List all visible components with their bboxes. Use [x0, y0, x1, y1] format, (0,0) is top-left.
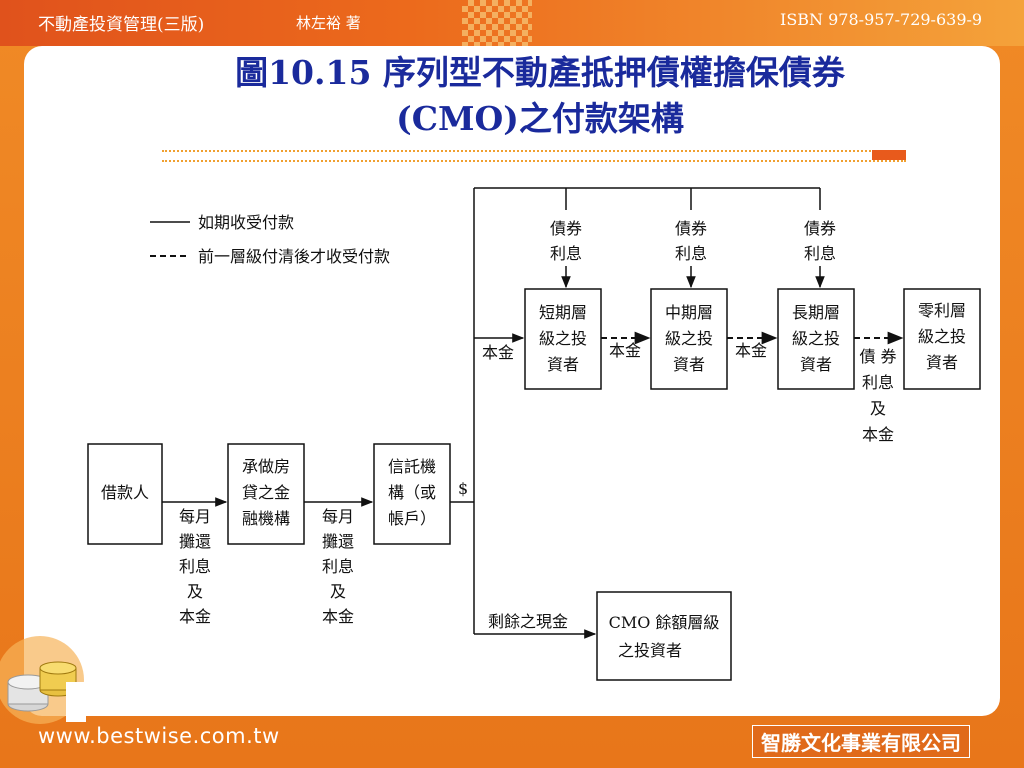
monthly-payment-label-2: 每月 攤還 利息 及 本金	[322, 507, 354, 626]
bond-interest-long-1: 債券	[804, 219, 836, 238]
mid-tranche-label-1: 中期層	[665, 303, 713, 322]
residual-label-2: 之投資者	[618, 641, 682, 660]
svg-text:本金: 本金	[322, 607, 354, 626]
zero-payment-label: 債 券 利息 及 本金	[859, 347, 896, 444]
svg-text:債 券: 債 券	[859, 347, 896, 366]
zero-tranche-label-1: 零利層	[918, 301, 966, 320]
short-tranche-label-2: 級之投	[539, 329, 587, 348]
bond-interest-mid-2: 利息	[675, 244, 707, 263]
bond-interest-mid-1: 債券	[675, 219, 707, 238]
title-divider-accent	[872, 150, 906, 160]
mid-tranche-box	[650, 288, 728, 390]
slide-title: 圖10.15 序列型不動產抵押債權擔保債券 (CMO)之付款架構	[100, 50, 980, 142]
trust-label-3: 帳戶）	[388, 509, 436, 528]
residual-box	[596, 591, 732, 681]
borrower-box	[87, 443, 163, 545]
trust-label-1: 信託機	[388, 457, 436, 476]
principal-label-long: 本金	[735, 341, 767, 360]
svg-text:攤還: 攤還	[179, 532, 211, 551]
short-tranche-label-1: 短期層	[539, 303, 587, 322]
dollar-label: $	[458, 479, 468, 498]
svg-text:利息: 利息	[862, 373, 894, 392]
legend-dashed-label: 前一層級付清後才收受付款	[198, 247, 390, 266]
svg-text:利息: 利息	[322, 557, 354, 576]
residual-cash-label: 剩餘之現金	[488, 612, 568, 631]
trust-label-2: 構（或	[388, 483, 436, 502]
mid-tranche-label-2: 級之投	[665, 329, 713, 348]
legend-solid-label: 如期收受付款	[198, 213, 294, 232]
bond-interest-long-2: 利息	[804, 244, 836, 263]
svg-text:每月: 每月	[179, 507, 211, 526]
svg-text:及: 及	[187, 582, 203, 601]
svg-text:利息: 利息	[179, 557, 211, 576]
long-tranche-box	[777, 288, 855, 390]
residual-label-1: CMO 餘額層級	[609, 613, 720, 632]
website-url: www.bestwise.com.tw	[38, 724, 280, 748]
principal-label-mid: 本金	[609, 341, 641, 360]
svg-text:本金: 本金	[862, 425, 894, 444]
title-line-1: 圖10.15 序列型不動產抵押債權擔保債券	[235, 53, 845, 92]
lender-box	[227, 443, 305, 545]
borrower-label: 借款人	[101, 483, 149, 502]
header-pattern	[462, 0, 532, 46]
mid-tranche-label-3: 資者	[673, 355, 705, 374]
isbn: ISBN 978-957-729-639-9	[780, 10, 983, 29]
author: 林左裕 著	[296, 14, 361, 32]
publisher-name: 智勝文化事業有限公司	[752, 725, 970, 758]
lender-label-2: 貸之金	[242, 483, 290, 502]
principal-label-short: 本金	[482, 343, 514, 362]
zero-tranche-label-2: 級之投	[918, 327, 966, 346]
svg-text:及: 及	[330, 582, 346, 601]
coins-icon	[0, 636, 86, 724]
long-tranche-label-3: 資者	[800, 355, 832, 374]
short-tranche-label-3: 資者	[547, 355, 579, 374]
zero-tranche-label-3: 資者	[926, 353, 958, 372]
bond-interest-short-2: 利息	[550, 244, 582, 263]
svg-text:及: 及	[870, 399, 886, 418]
bond-interest-short-1: 債券	[550, 219, 582, 238]
title-divider	[162, 150, 906, 162]
lender-label-3: 融機構	[242, 509, 290, 528]
long-tranche-label-2: 級之投	[792, 329, 840, 348]
lender-label-1: 承做房	[242, 457, 290, 476]
svg-text:每月: 每月	[322, 507, 354, 526]
short-tranche-box	[524, 288, 602, 390]
svg-text:攤還: 攤還	[322, 532, 354, 551]
long-tranche-label-1: 長期層	[792, 303, 840, 322]
trust-box	[373, 443, 451, 545]
zero-tranche-box	[903, 288, 981, 390]
svg-text:本金: 本金	[179, 607, 211, 626]
book-title: 不動產投資管理(三版)	[38, 15, 205, 35]
monthly-payment-label-1: 每月 攤還 利息 及 本金	[179, 507, 211, 626]
title-line-2: (CMO)之付款架構	[396, 99, 684, 138]
